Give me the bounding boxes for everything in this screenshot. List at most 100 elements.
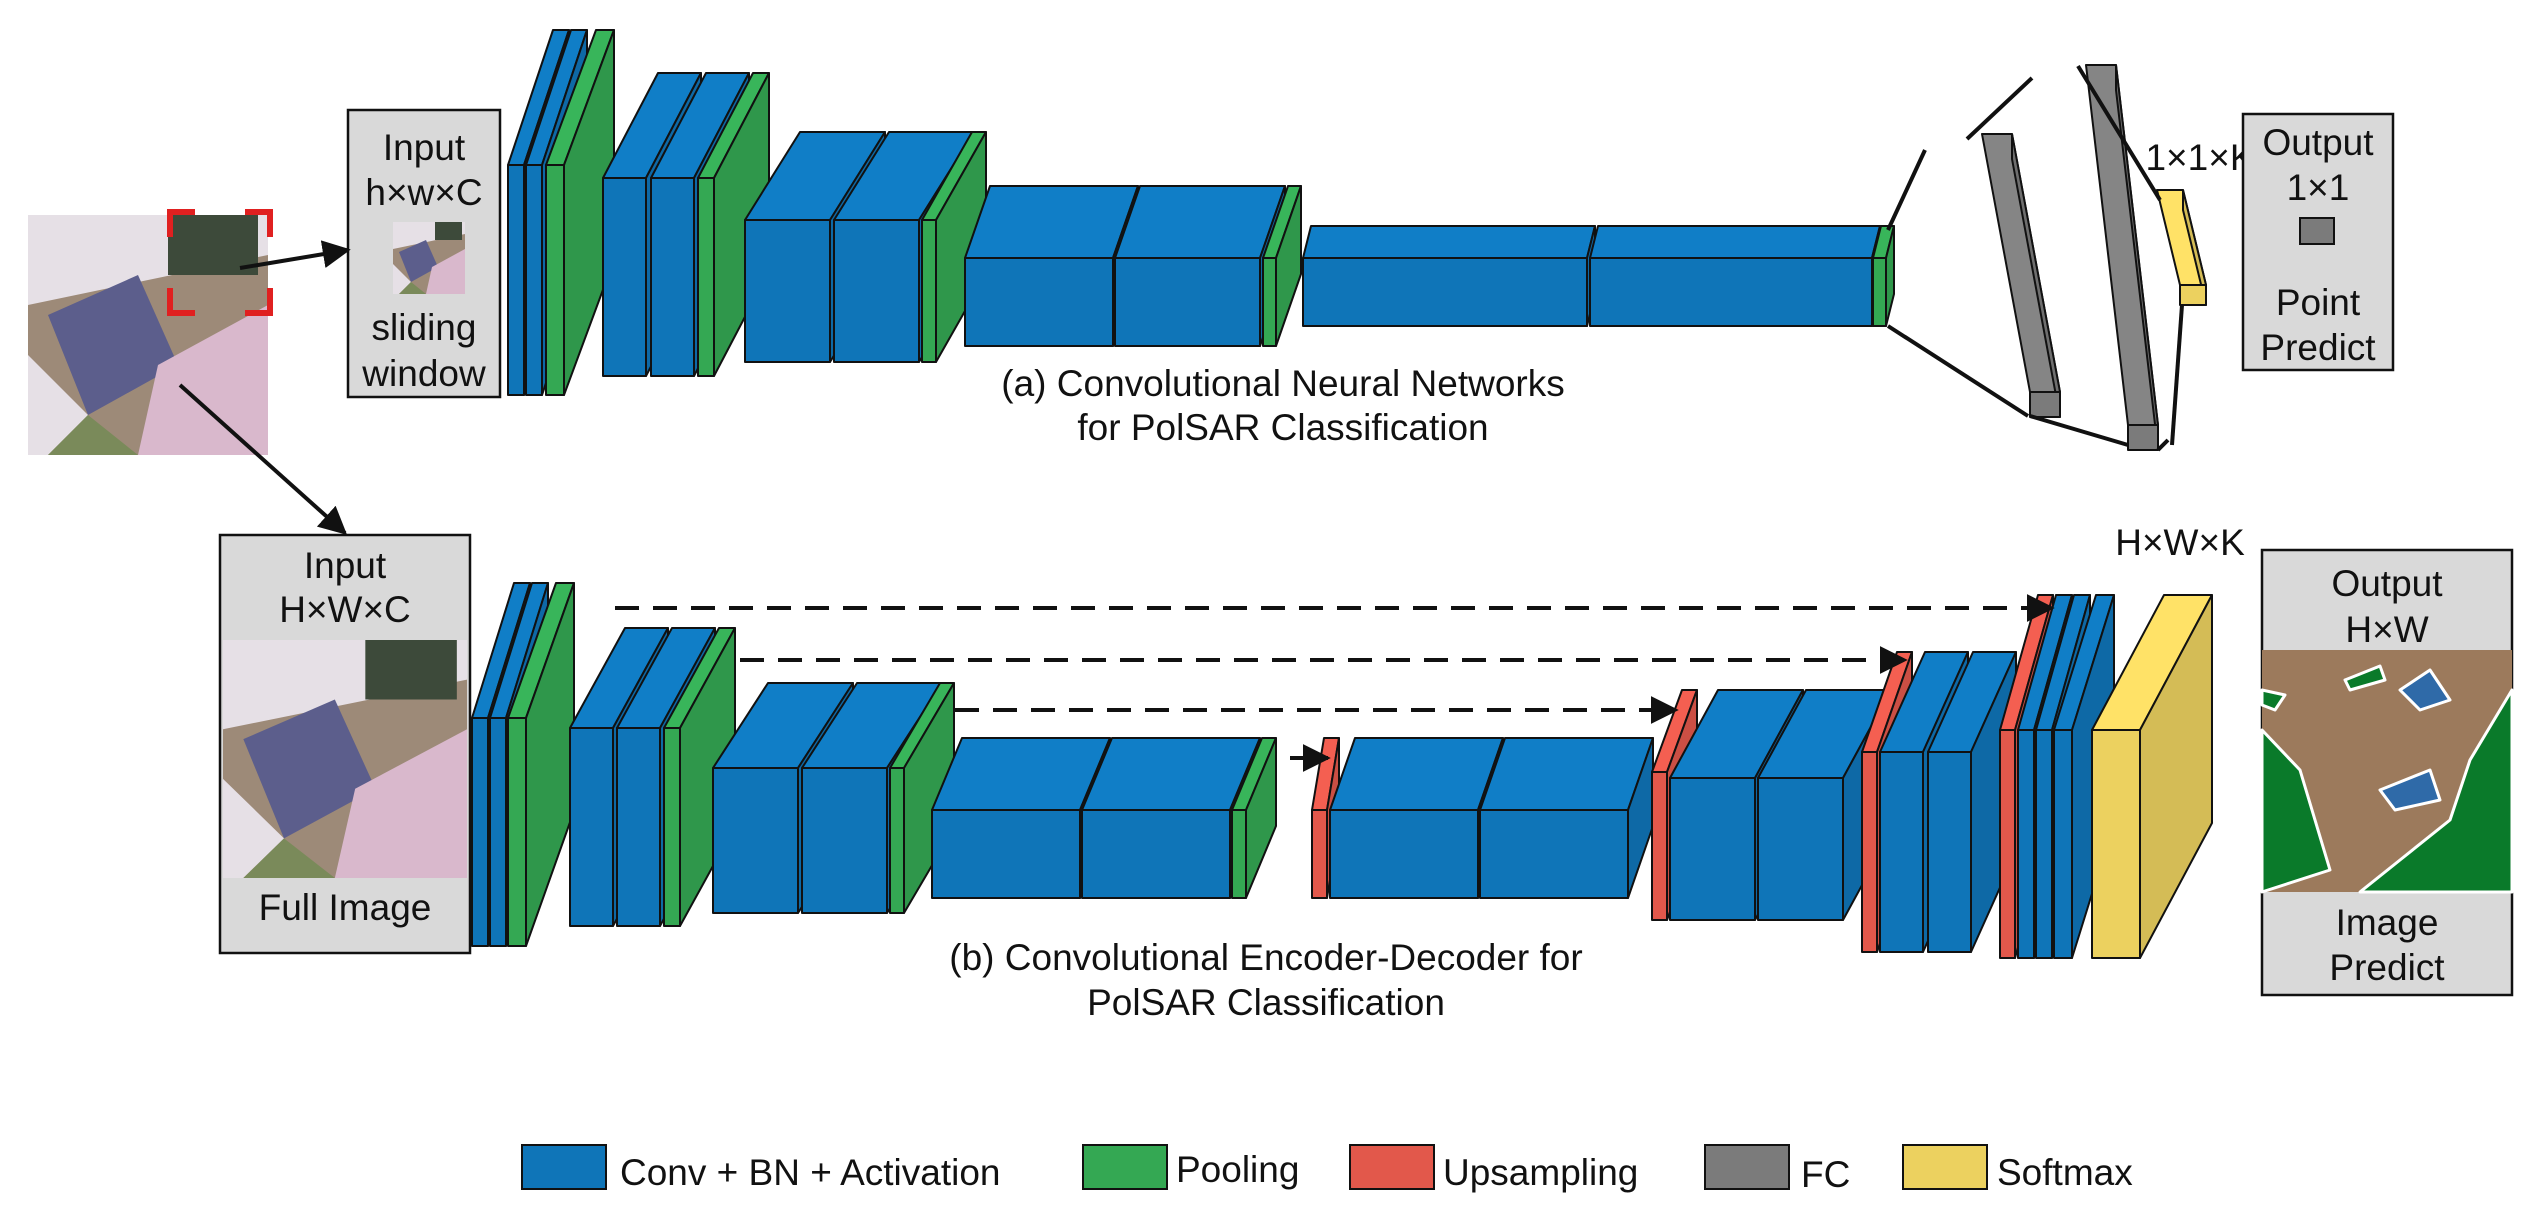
cnn-layer-6-pool: [697, 72, 770, 377]
encdec-layer-13-upsampling-front: [1311, 809, 1328, 899]
fc-layer-1-front: [2029, 391, 2061, 418]
panel-b-input-title: Input: [304, 545, 387, 586]
legend-swatch-fc: [1704, 1144, 1790, 1190]
softmax-layer-a: [2156, 189, 2207, 306]
panel-b-caption-line-2: PolSAR Classification: [1087, 982, 1445, 1023]
full-image-field-pink: [334, 729, 467, 878]
skip-connections: [615, 594, 2055, 772]
sliding-window-patch-texture: [393, 222, 465, 294]
full-image-field-purple: [243, 699, 376, 839]
panel-a-input-dims: h×w×C: [365, 172, 482, 213]
panel-a-input-caption-1: sliding: [372, 307, 477, 348]
encdec-layer-24-conv-front: [2035, 729, 2053, 959]
cnn-layer-11-conv-top: [1114, 185, 1286, 259]
cnn-layer-10-conv-front: [964, 257, 1114, 347]
map-region-green-small: [2343, 664, 2387, 692]
panel-a-softmax-dims: 1×1×K: [2145, 137, 2254, 178]
cnn-layer-10-conv: [964, 185, 1139, 347]
fc-connection-7: [2170, 304, 2184, 446]
encdec-layer-8-conv-front: [801, 767, 888, 914]
cnn-layer-12-pool-front: [1262, 257, 1277, 347]
encdec-layer-17-conv-front: [1669, 777, 1756, 921]
cnn-layer-13-conv: [1302, 225, 1596, 327]
panel-a-input-title: Input: [383, 127, 466, 168]
fc-connection-4: [2029, 414, 2129, 447]
legend-item-fc: FC: [1704, 1144, 1850, 1195]
fc-connection-6: [2156, 438, 2170, 452]
encdec-layer-10-conv-top: [931, 737, 1111, 811]
cnn-layer-2-conv-front: [525, 164, 543, 396]
cnn-layer-12-pool: [1262, 185, 1302, 347]
cnn-layer-11-conv-front: [1114, 257, 1261, 347]
encdec-layer-12-pool: [1231, 737, 1277, 899]
sar-source-field-purple: [48, 275, 178, 415]
panel-a-caption-line-1: (a) Convolutional Neural Networks: [1001, 363, 1564, 404]
legend-swatch-pooling: [1082, 1144, 1168, 1190]
cnn-layer-15-pool-front: [1872, 257, 1887, 327]
cnn-layer-6-pool-front: [697, 177, 715, 377]
panel-a-output-dims: 1×1: [2287, 167, 2350, 208]
fc-layer-2: [2085, 64, 2159, 451]
encdec-layer-7-conv-front: [712, 767, 799, 914]
sliding-window-patch-field-green: [399, 282, 426, 294]
cnn-layer-4-conv-front: [602, 177, 647, 377]
cnn-layer-11-conv: [1114, 185, 1286, 347]
encdec-layer-15-conv-top: [1479, 737, 1654, 811]
map-region-blue-1: [2398, 668, 2452, 712]
legend-swatch-conv: [521, 1144, 607, 1190]
full-image-field-light-2: [223, 778, 284, 878]
cnn-layer-9-pool: [921, 131, 987, 363]
panel-a-input-box: Input h×w×C sliding window: [346, 108, 502, 399]
cnn-layer-9-pool-front: [921, 219, 937, 363]
panel-b-output-caption-1: Image: [2336, 902, 2439, 943]
panel-a-input-caption-2: window: [361, 353, 486, 394]
encdec-layer-22-upsampling-front: [1999, 729, 2016, 959]
cnn-layer-10-conv-top: [964, 185, 1139, 259]
panel-a-caption-line-2: for PolSAR Classification: [1077, 407, 1488, 448]
encdec-layer-11-conv-front: [1081, 809, 1231, 899]
panel-b-softmax-dims: H×W×K: [2115, 522, 2245, 563]
arrow-to-panel-a: [239, 240, 351, 270]
encdec-layer-6-pool-front: [663, 727, 681, 927]
panel-b-output-title: Output: [2331, 563, 2443, 604]
encdec-layer-5-conv-front: [616, 727, 661, 927]
encdec-layer-26-softmax-front: [2091, 729, 2141, 959]
fc-connection-1: [1886, 149, 1927, 231]
map-region-blue-2: [2378, 768, 2442, 812]
legend-item-upsampling: Upsampling: [1349, 1144, 1638, 1193]
sliding-window-patch-field-dark: [435, 222, 462, 240]
panel-b-caption-line-1: (b) Convolutional Encoder-Decoder for: [949, 937, 1582, 978]
full-image-field-green: [243, 838, 335, 878]
cnn-layer-13-conv-front: [1302, 257, 1588, 327]
encdec-layer-16-upsampling-front: [1651, 771, 1668, 921]
panel-b-encoder-decoder-layers: [471, 582, 2213, 959]
fc-connection-5: [2076, 64, 2162, 202]
cnn-layer-3-pool-front: [545, 164, 565, 396]
cnn-layer-5-conv-front: [650, 177, 695, 377]
panel-a-output-caption-1: Point: [2276, 282, 2361, 323]
encdec-layer-9-pool: [889, 682, 955, 914]
cnn-layer-3-pool: [545, 29, 615, 396]
sliding-window-patch-field-purple: [399, 240, 438, 282]
cnn-layer-13-conv-top: [1302, 225, 1596, 259]
panel-b-input-caption: Full Image: [259, 887, 432, 928]
fc-connection-2: [1886, 324, 2030, 418]
sar-source-field-dark: [168, 215, 258, 275]
encdec-layer-25-conv-front: [2053, 729, 2073, 959]
encdec-layer-12-pool-front: [1231, 809, 1247, 899]
encdec-layer-21-conv-front: [1927, 751, 1972, 953]
encdec-layer-15-conv: [1479, 737, 1654, 899]
sliding-window-corner-3: [167, 288, 195, 316]
sar-source-field-pink: [138, 305, 268, 455]
panel-a-output-box: Output 1×1 Point Predict: [2241, 112, 2395, 372]
encdec-layer-6-pool: [663, 627, 736, 927]
encdec-layer-4-conv-front: [569, 727, 614, 927]
panel-b-output-box: Output H×W Image Predict: [2260, 548, 2514, 997]
encdec-layer-19-upsampling-front: [1861, 751, 1878, 953]
cnn-layer-8-conv-front: [833, 219, 920, 363]
sliding-window-patch-field-pink: [426, 249, 465, 294]
panel-a-fc-layers: [1886, 64, 2207, 452]
legend-label-pooling: Pooling: [1176, 1149, 1299, 1190]
sar-source-texture: [28, 215, 268, 455]
